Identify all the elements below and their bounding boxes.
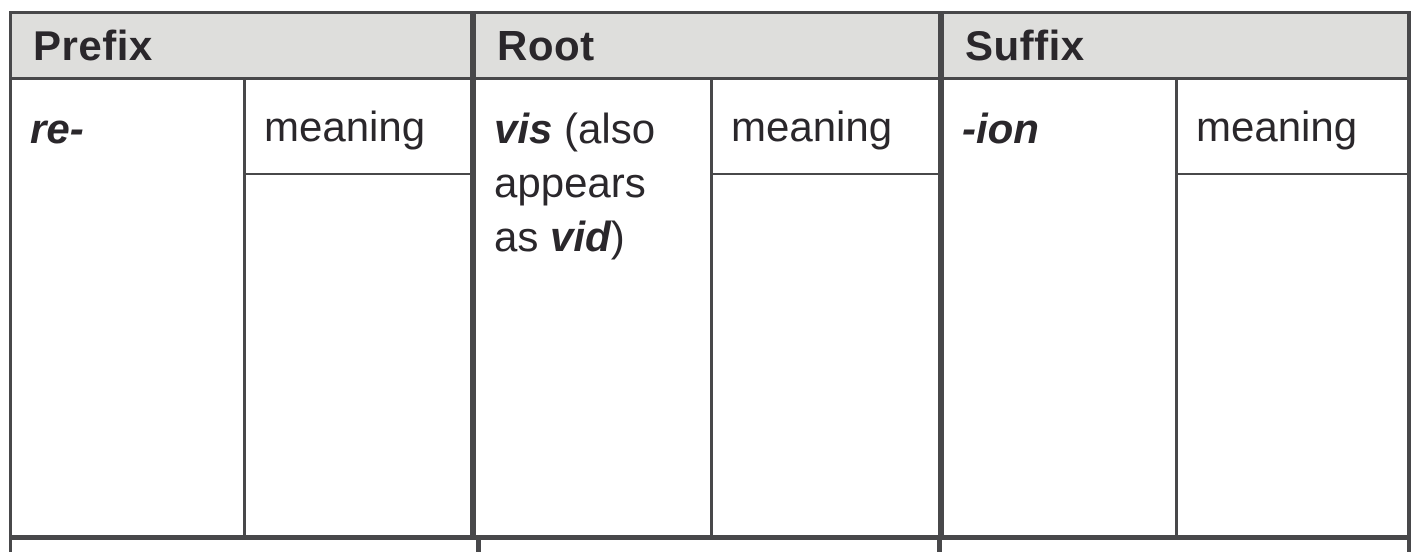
morpheme-text: vis bbox=[494, 105, 553, 152]
continuation-row-divider bbox=[476, 540, 481, 552]
root-meaning-label: meaning bbox=[731, 102, 893, 150]
suffix-meaning-answer-cell bbox=[1178, 175, 1407, 535]
root-meaning-label-cell: meaning bbox=[713, 80, 938, 175]
suffix-body: -ion meaning bbox=[944, 80, 1407, 535]
suffix-section: Suffix -ion meaning bbox=[941, 11, 1411, 540]
morpheme-line: vis (also bbox=[494, 102, 698, 156]
morpheme-text: -ion bbox=[962, 105, 1039, 152]
root-header-cell: Root bbox=[476, 14, 938, 80]
prefix-body: re- meaning bbox=[12, 80, 470, 535]
prefix-meaning-answer-cell bbox=[246, 175, 470, 535]
prefix-section: Prefix re- meaning bbox=[9, 11, 473, 540]
suffix-header-cell: Suffix bbox=[944, 14, 1407, 80]
morpheme-line: appears bbox=[494, 156, 698, 210]
morpheme-note-text: ) bbox=[610, 213, 625, 260]
morpheme-note-text: appears bbox=[494, 159, 646, 206]
suffix-meaning-label-cell: meaning bbox=[1178, 80, 1407, 175]
morpheme-line: re- bbox=[30, 102, 231, 156]
morpheme-text: re- bbox=[30, 105, 84, 152]
prefix-header-cell: Prefix bbox=[12, 14, 470, 80]
suffix-morpheme-cell: -ion bbox=[944, 80, 1178, 535]
continuation-row-divider bbox=[937, 540, 942, 552]
root-meaning-column: meaning bbox=[713, 80, 938, 535]
suffix-header-label: Suffix bbox=[965, 21, 1085, 69]
morpheme-note-text: as bbox=[494, 213, 551, 260]
continuation-row bbox=[9, 540, 1411, 552]
prefix-meaning-label: meaning bbox=[264, 102, 426, 150]
prefix-morpheme-cell: re- bbox=[12, 80, 246, 535]
morpheme-line: as vid) bbox=[494, 210, 698, 264]
root-meaning-answer-cell bbox=[713, 175, 938, 535]
suffix-meaning-label: meaning bbox=[1196, 102, 1358, 150]
prefix-header-label: Prefix bbox=[33, 21, 153, 69]
morpheme-text: vid bbox=[550, 213, 611, 260]
morpheme-line: -ion bbox=[962, 102, 1163, 156]
prefix-meaning-column: meaning bbox=[246, 80, 470, 535]
suffix-meaning-column: meaning bbox=[1178, 80, 1407, 535]
morpheme-note-text: (also bbox=[552, 105, 656, 152]
root-header-label: Root bbox=[497, 21, 595, 69]
prefix-meaning-label-cell: meaning bbox=[246, 80, 470, 175]
